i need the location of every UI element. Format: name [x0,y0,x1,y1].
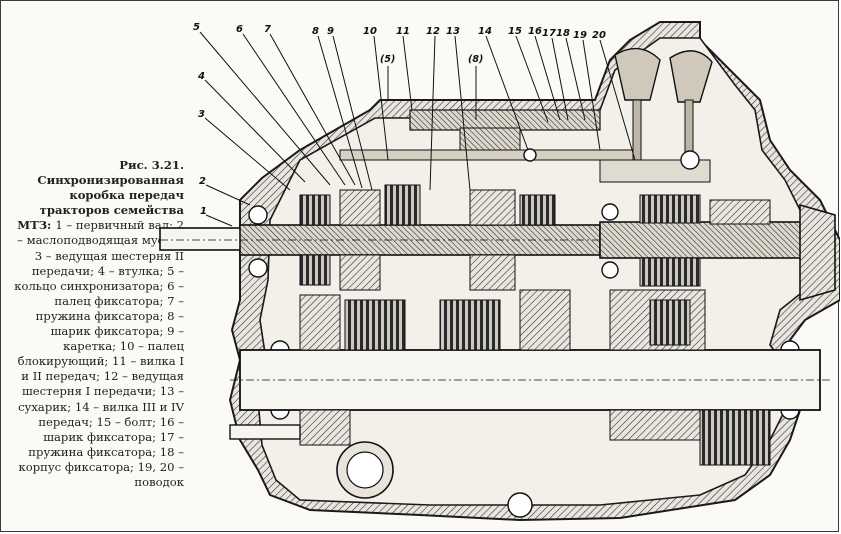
callout-numbers: 1 2 3 4 5 6 7 8 9 10 11 12 13 14 15 16 1… [193,22,636,227]
section-marks: (5) (8) [380,54,483,120]
svg-text:19: 19 [573,30,587,41]
svg-text:17: 17 [542,28,556,39]
callout-16: 16 [528,26,561,121]
svg-text:7: 7 [264,24,271,35]
lower-parts [229,424,533,518]
callout-17: 17 [542,28,569,121]
callout-14: 14 [478,26,529,151]
callout-13: 13 [446,26,471,191]
caption-body: 1 – первичный вал; 2 – маслоподводящая м… [14,218,184,489]
callout-7: 7 [264,24,356,186]
svg-text:15: 15 [508,26,522,37]
callout-15: 15 [508,26,549,123]
svg-text:18: 18 [556,28,570,39]
svg-text:13: 13 [446,26,460,37]
svg-text:10: 10 [363,26,377,37]
callout-9: 9 [327,26,373,191]
primary-gears [299,184,771,291]
svg-text:11: 11 [396,26,410,37]
svg-text:4: 4 [197,71,205,82]
svg-text:2: 2 [199,176,206,187]
callout-18: 18 [556,28,586,121]
svg-text:5: 5 [193,22,200,33]
gearbox-drawing: 1 2 3 4 5 6 7 8 9 10 11 12 13 14 15 16 1… [159,21,840,522]
primary-shaft [159,203,836,302]
shift-cover [339,47,713,183]
callout-1: 1 [200,206,233,227]
caption-title: Рис. 3.21. Синхронизированная коробка пе… [17,158,184,233]
section-mark-5: (5) [380,54,395,65]
figure-caption: Рис. 3.21. Синхронизированная коробка пе… [12,158,184,490]
callout-12: 12 [426,26,440,191]
svg-text:1: 1 [200,206,207,217]
callout-2: 2 [199,176,251,206]
callout-10: 10 [363,26,389,161]
callout-5: 5 [193,22,331,186]
svg-text:9: 9 [327,26,334,37]
svg-text:16: 16 [528,26,542,37]
svg-text:8: 8 [312,26,319,37]
callout-19: 19 [573,30,601,151]
callout-3: 3 [198,109,291,191]
callout-11: 11 [396,26,413,111]
callout-20: 20 [592,30,636,161]
svg-text:20: 20 [592,30,606,41]
callout-6: 6 [236,24,346,186]
svg-text:12: 12 [426,26,440,37]
svg-text:14: 14 [478,26,492,37]
secondary-shaft [230,289,830,466]
callout-8: 8 [312,26,363,189]
callout-4: 4 [197,71,306,183]
section-mark-8: (8) [468,54,483,65]
svg-text:3: 3 [198,109,205,120]
svg-text:6: 6 [236,24,243,35]
